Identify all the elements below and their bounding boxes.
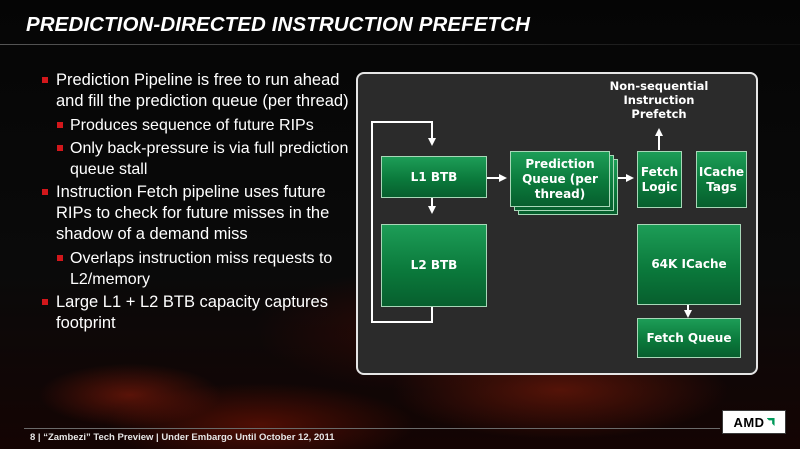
bullet-marker bbox=[57, 122, 63, 128]
amd-logo: AMD bbox=[722, 410, 786, 434]
bullet-text: Produces sequence of future RIPs bbox=[70, 117, 314, 134]
bullet-3: Large L1 + L2 BTB capacity captures foot… bbox=[40, 292, 350, 334]
bullet-text: Only back-pressure is via full predictio… bbox=[70, 140, 349, 178]
bullet-text: Large L1 + L2 BTB capacity captures foot… bbox=[56, 293, 328, 332]
bullet-1: Prediction Pipeline is free to run ahead… bbox=[40, 70, 350, 112]
loop-arrow bbox=[371, 121, 436, 323]
fetch-logic-box: Fetch Logic bbox=[637, 151, 682, 208]
fetch-queue-box: Fetch Queue bbox=[637, 318, 741, 358]
icache-box: 64K ICache bbox=[637, 224, 741, 305]
sub-bullet-2: Only back-pressure is via full predictio… bbox=[40, 138, 350, 180]
logo-text: AMD bbox=[733, 414, 765, 430]
l2-btb-box: L2 BTB bbox=[381, 224, 487, 307]
footer-text: 8 | “Zambezi” Tech Preview | Under Embar… bbox=[30, 432, 335, 443]
bullet-text: Prediction Pipeline is free to run ahead… bbox=[56, 71, 349, 110]
nonsequential-prefetch-label: Non-sequential Instruction Prefetch bbox=[609, 79, 709, 121]
bullet-2: Instruction Fetch pipeline uses future R… bbox=[40, 182, 350, 245]
sub-bullet-1: Produces sequence of future RIPs bbox=[40, 115, 350, 136]
bullet-marker bbox=[42, 77, 48, 83]
l1-btb-box: L1 BTB bbox=[381, 156, 487, 198]
bullet-marker bbox=[57, 145, 63, 151]
bullet-marker bbox=[42, 189, 48, 195]
sub-bullet-3: Overlaps instruction miss requests to L2… bbox=[40, 248, 350, 290]
title-divider bbox=[0, 44, 800, 45]
icache-tags-box: ICache Tags bbox=[696, 151, 747, 208]
bullet-marker bbox=[42, 299, 48, 305]
prediction-queue-box: Prediction Queue (per thread) bbox=[510, 151, 610, 207]
bullet-marker bbox=[57, 255, 63, 261]
bullet-text: Instruction Fetch pipeline uses future R… bbox=[56, 183, 330, 243]
slide-title: PREDICTION-DIRECTED INSTRUCTION PREFETCH bbox=[26, 13, 530, 36]
bullet-text: Overlaps instruction miss requests to L2… bbox=[70, 250, 333, 288]
amd-arrow-icon bbox=[766, 418, 775, 426]
bullet-list: Prediction Pipeline is free to run ahead… bbox=[40, 70, 350, 337]
footer-divider bbox=[24, 428, 720, 429]
